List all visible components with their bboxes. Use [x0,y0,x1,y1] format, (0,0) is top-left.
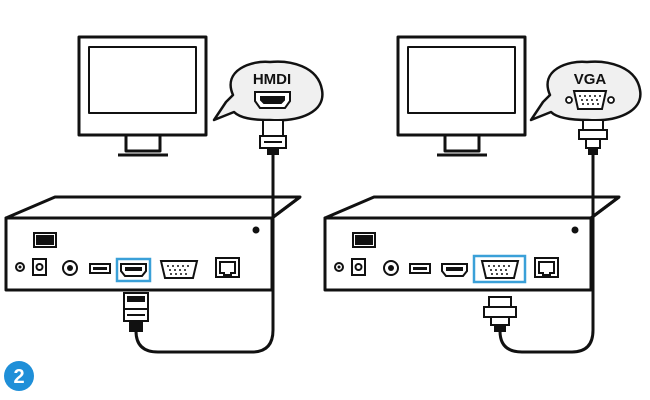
vga-port [480,260,520,279]
left-monitor [77,35,208,157]
right-monitor-plug [578,119,608,155]
left-monitor-plug [259,119,287,155]
left-panel-hdmi: HMDI [4,35,324,354]
left-dvr-plug [123,292,149,332]
right-panel-vga: VGA [323,35,642,354]
left-hdmi-cable [134,154,275,354]
vga-bubble-label: VGA [574,71,607,88]
left-connector-bubble: HMDI [212,60,324,122]
hdmi-bubble-label: HMDI [253,71,291,88]
left-dvr-ports [15,232,240,283]
right-vga-cable [498,154,595,354]
right-dvr-plug [483,296,517,332]
vga-port-icon [565,90,615,110]
right-connector-bubble: VGA [529,60,642,122]
vga-port-highlight [472,254,527,284]
right-dvr-ports [334,232,559,284]
hdmi-port-highlight [115,257,152,283]
right-monitor [396,35,527,157]
vga-port [159,260,199,279]
step-badge: 2 [4,361,34,391]
step-number: 2 [13,366,24,388]
hdmi-port-icon [254,91,291,109]
